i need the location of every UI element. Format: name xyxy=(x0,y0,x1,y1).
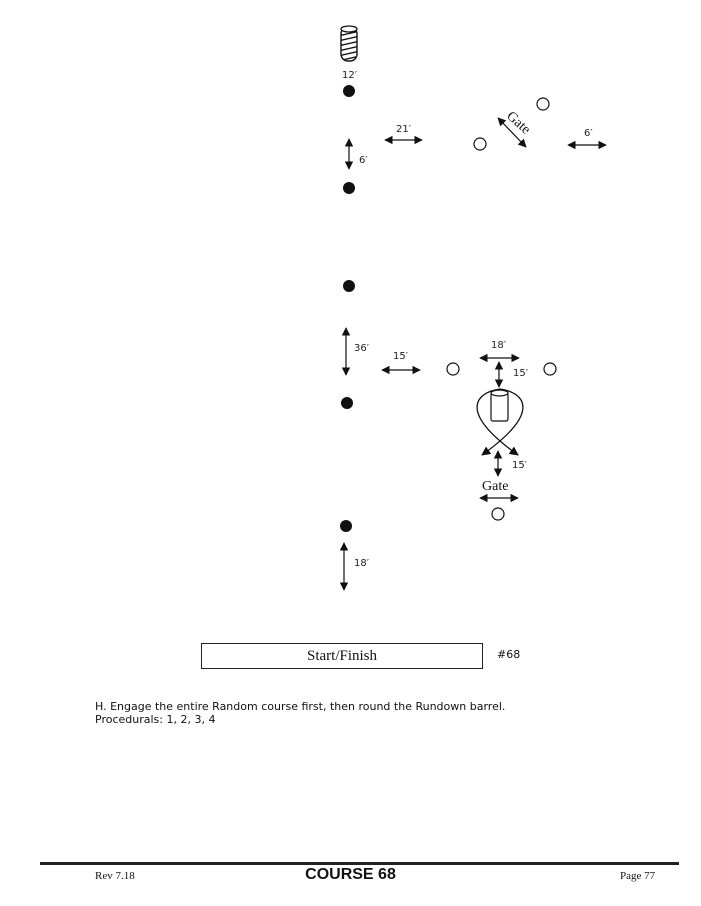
label-6-right: 6′ xyxy=(584,128,593,139)
label-15-right: 15′ xyxy=(513,368,529,379)
gate-marker-icon xyxy=(491,507,505,521)
cone-marker-icon xyxy=(343,85,355,97)
footer-divider xyxy=(40,862,679,865)
barrel-icon xyxy=(490,389,509,422)
instructions: H. Engage the entire Random course first… xyxy=(95,700,505,726)
label-15-left: 15′ xyxy=(393,351,409,362)
label-18-top: 18′ xyxy=(491,340,507,351)
procedurals-line: Procedurals: 1, 2, 3, 4 xyxy=(95,713,216,726)
gate-label-lower: Gate xyxy=(482,479,508,494)
label-12: 12′ xyxy=(342,70,358,81)
striped-barrel-icon xyxy=(340,25,358,62)
revision-label: Rev 7.18 xyxy=(95,870,135,882)
label-21: 21′ xyxy=(396,124,412,135)
cone-marker-icon xyxy=(340,520,352,532)
gate-marker-icon xyxy=(536,97,550,111)
cone-marker-icon xyxy=(543,362,557,376)
cone-marker-icon xyxy=(343,280,355,292)
label-36: 36′ xyxy=(354,343,370,354)
cone-marker-icon xyxy=(343,182,355,194)
label-18-bottom: 18′ xyxy=(354,558,370,569)
cone-marker-icon xyxy=(341,397,353,409)
label-6-vertical: 6′ xyxy=(359,155,368,166)
course-number: #68 xyxy=(497,648,521,661)
cone-marker-icon xyxy=(446,362,460,376)
pattern-path xyxy=(476,388,524,456)
double-arrow-icon xyxy=(497,117,527,148)
start-finish-label: Start/Finish xyxy=(306,647,377,664)
start-finish-box: Start/Finish xyxy=(201,643,483,669)
gate-marker-icon xyxy=(473,137,487,151)
label-15-lower: 15′ xyxy=(512,460,528,471)
instruction-line: H. Engage the entire Random course first… xyxy=(95,700,506,713)
gate-label-upper: Gate xyxy=(503,109,533,138)
page-number: Page 77 xyxy=(620,870,656,882)
course-title: COURSE 68 xyxy=(305,866,396,883)
